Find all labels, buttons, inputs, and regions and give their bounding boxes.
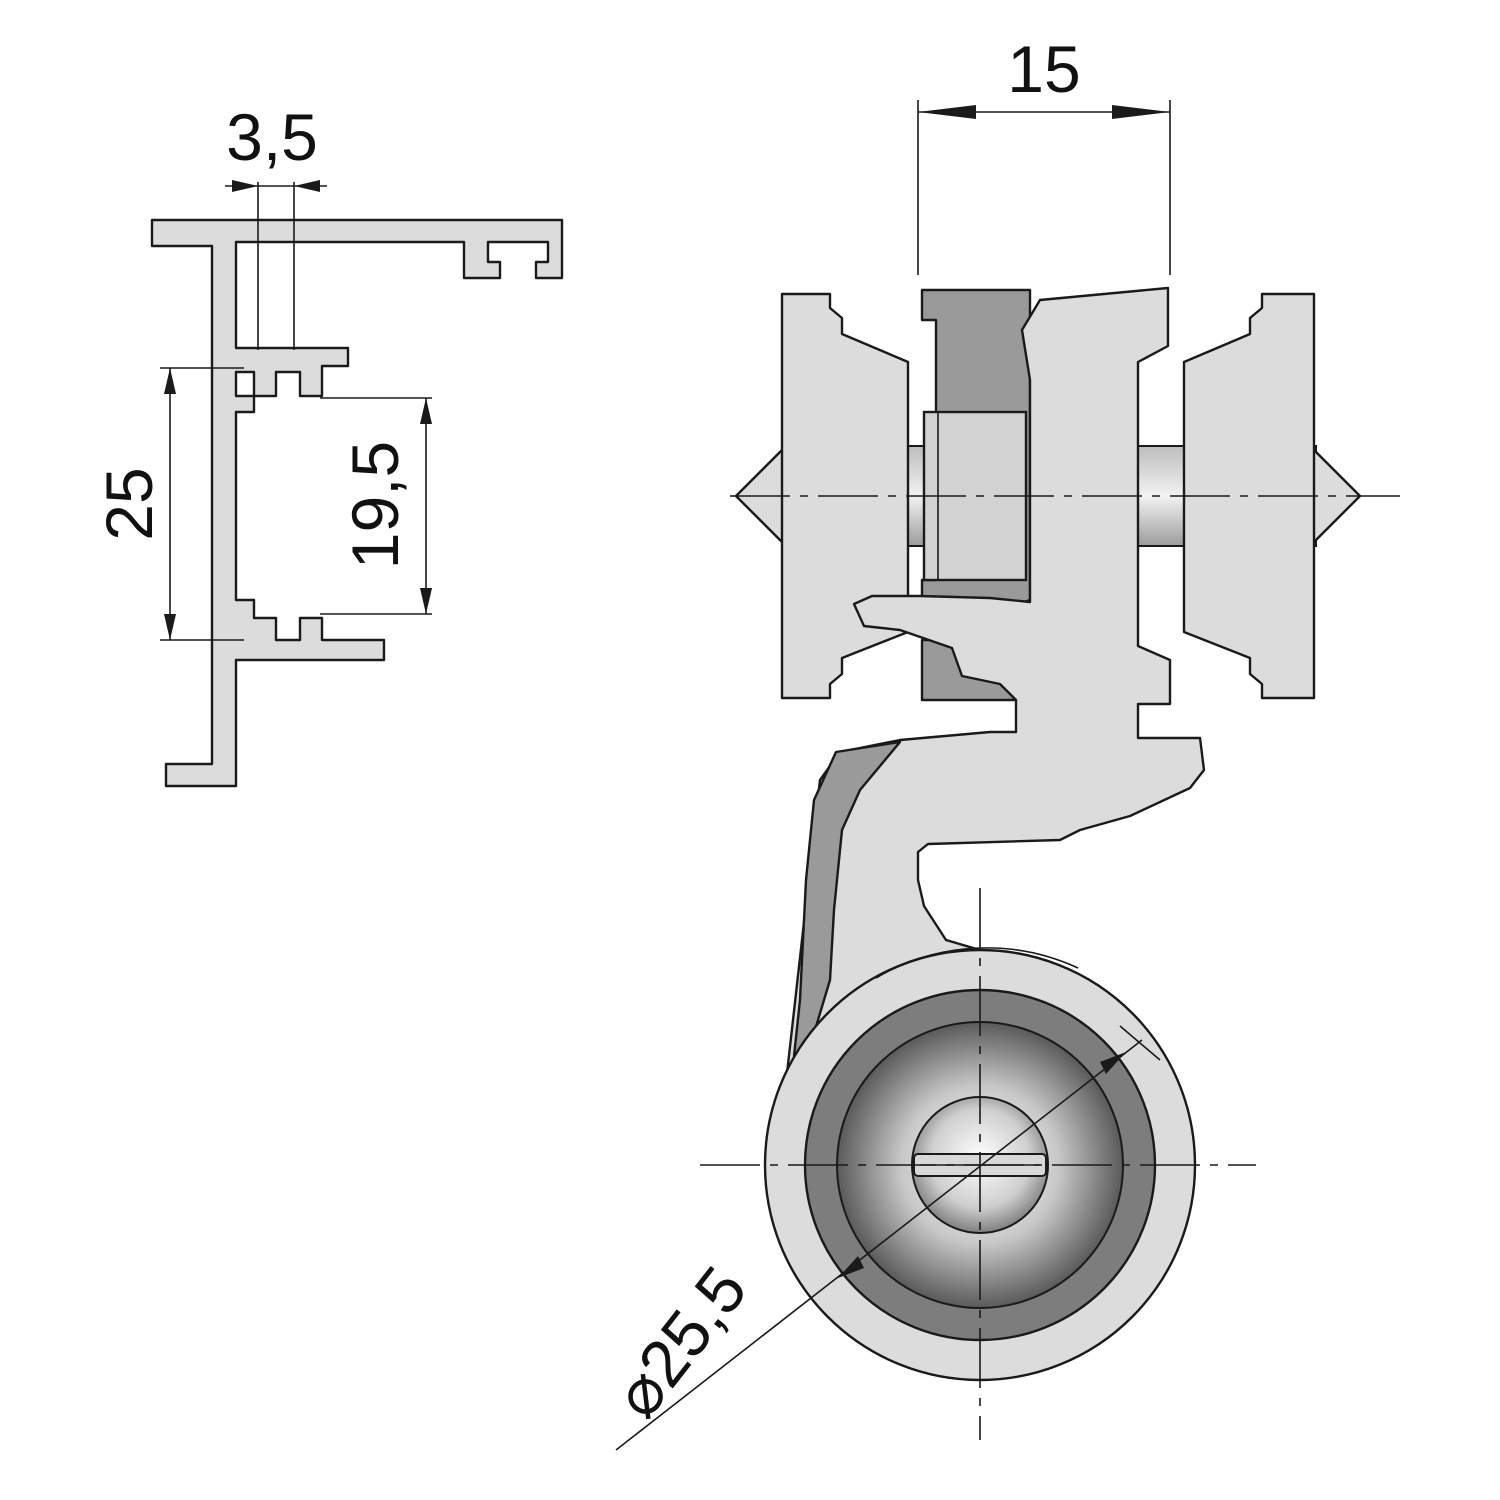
dim-19-5-arrow-top — [420, 398, 432, 424]
dim-label-15: 15 — [1007, 32, 1080, 106]
dim-3-5-arrow-left — [232, 180, 258, 192]
rail-profile: 3,5 25 19,5 — [92, 100, 564, 788]
right-guide-roller — [1182, 292, 1316, 700]
dim-diameter-arrow-bottom — [838, 1256, 864, 1278]
rail-profile-section — [150, 218, 564, 788]
carriage-assembly: 15 ⌀25 — [599, 32, 1400, 1451]
dim-19-5-arrow-bottom — [420, 588, 432, 614]
dim-label-3-5: 3,5 — [226, 100, 318, 174]
dim-3-5-arrow-right — [294, 180, 320, 192]
dim-25-arrow-bottom — [164, 614, 176, 640]
housing-rim-arc — [875, 947, 1079, 979]
arm-shadow — [792, 740, 902, 1058]
dim-15-arrow-right — [1112, 105, 1170, 119]
dim-diameter-tick-top — [1119, 1025, 1161, 1061]
dim-25-arrow-top — [164, 368, 176, 394]
dim-15-arrow-left — [918, 105, 976, 119]
dim-label-diameter: ⌀25,5 — [599, 1253, 761, 1431]
dim-diameter-leader — [615, 1039, 1143, 1451]
dim-diameter-arrow-top — [1100, 1052, 1126, 1074]
dim-label-25: 25 — [92, 467, 166, 540]
dim-label-19-5: 19,5 — [338, 441, 412, 569]
